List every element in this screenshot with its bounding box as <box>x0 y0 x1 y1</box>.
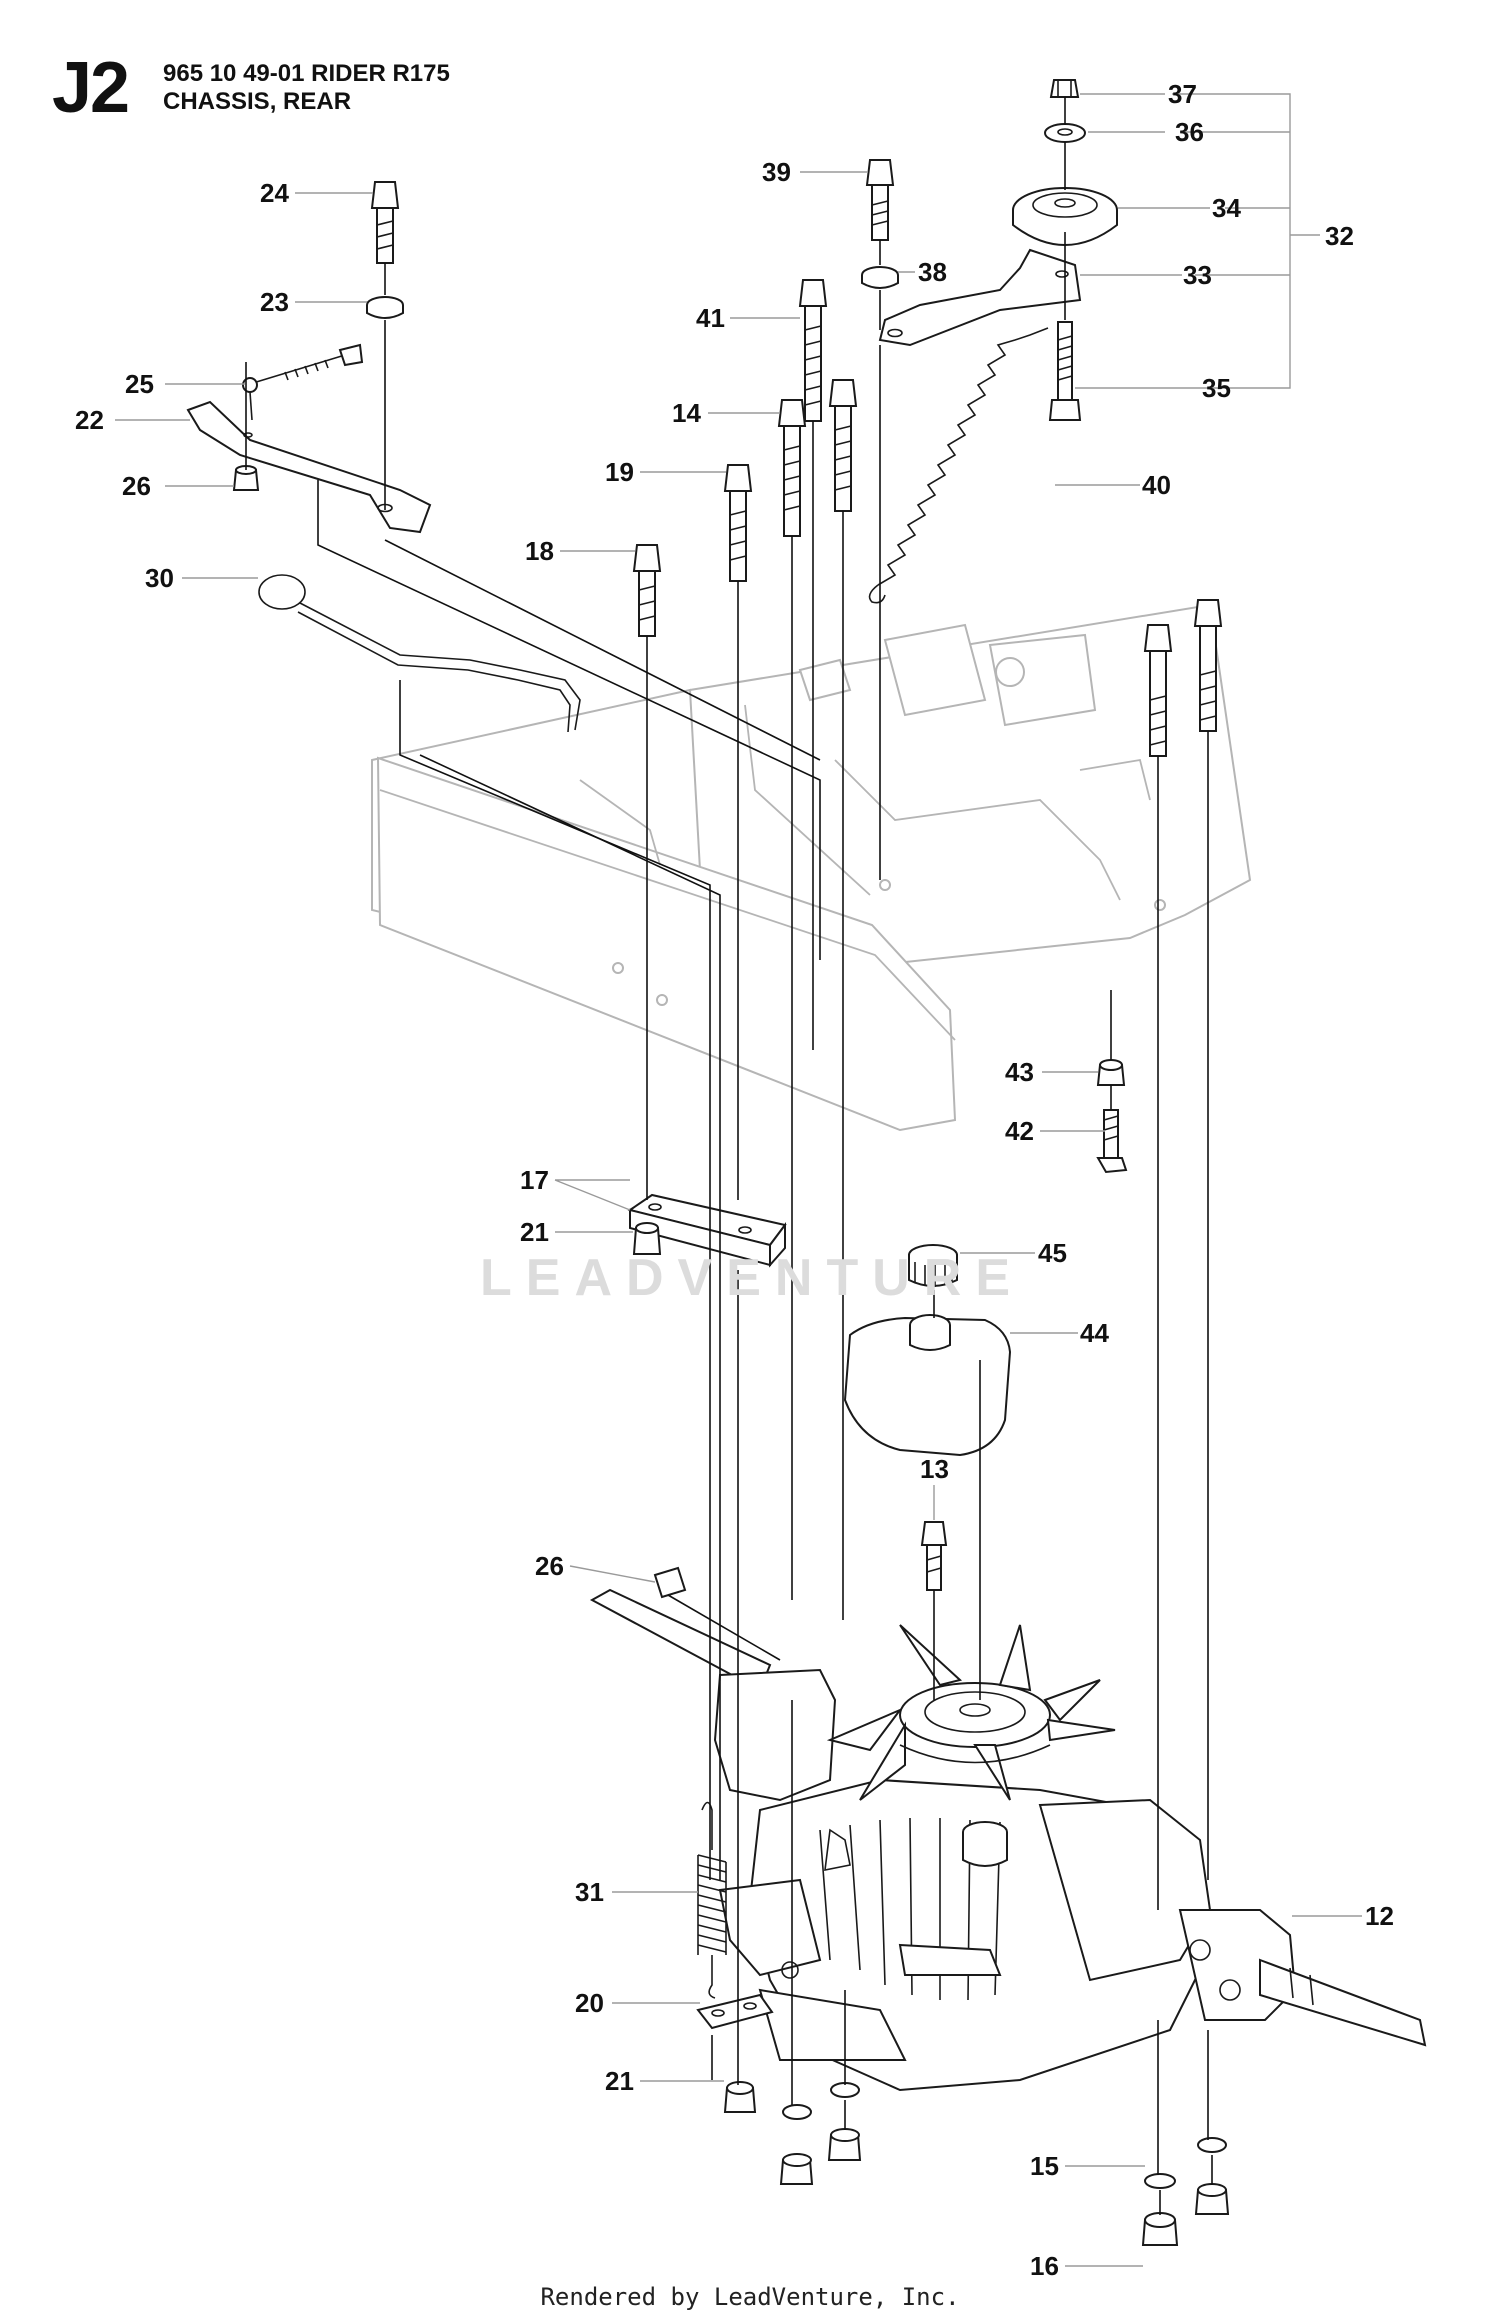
callout-14: 14 <box>672 398 701 428</box>
rod-30 <box>258 574 581 733</box>
callout-12: 12 <box>1365 1901 1394 1931</box>
callout-40: 40 <box>1142 470 1171 500</box>
callout-45: 45 <box>1038 1238 1067 1268</box>
transaxle-12 <box>589 1588 1427 2092</box>
section-name: CHASSIS, REAR <box>163 88 352 115</box>
callout-20: 20 <box>575 1988 604 2018</box>
block-17-nut-21 <box>627 1193 787 1268</box>
callout-41: 41 <box>696 303 725 333</box>
callout-21-lower: 21 <box>605 2066 634 2096</box>
callout-23: 23 <box>260 287 289 317</box>
callout-35: 35 <box>1202 373 1231 403</box>
idler-assembly <box>861 79 1118 421</box>
rear-chassis-frame <box>371 603 1252 1132</box>
callout-38: 38 <box>918 257 947 287</box>
callout-22: 22 <box>75 405 104 435</box>
title-block: 965 10 49-01 RIDER R175 CHASSIS, REAR <box>163 60 450 116</box>
callout-17: 17 <box>520 1165 549 1195</box>
callout-15: 15 <box>1030 2151 1059 2181</box>
callout-25: 25 <box>125 369 154 399</box>
callout-34: 34 <box>1212 193 1241 223</box>
callout-30: 30 <box>145 563 174 593</box>
callout-19: 19 <box>605 457 634 487</box>
callout-36: 36 <box>1175 117 1204 147</box>
callout-39: 39 <box>762 157 791 187</box>
callout-16: 16 <box>1030 2251 1059 2281</box>
callout-13: 13 <box>920 1454 949 1484</box>
callout-42: 42 <box>1005 1116 1034 1146</box>
footer-credit: Rendered by LeadVenture, Inc. <box>540 2283 960 2311</box>
bolt-13 <box>920 1521 948 1591</box>
assembly-path-lines <box>245 97 1213 2215</box>
callout-26-upper: 26 <box>122 471 151 501</box>
callout-37: 37 <box>1168 79 1197 109</box>
callout-44: 44 <box>1080 1318 1109 1348</box>
callout-numbers: 37 36 34 32 33 35 39 38 41 14 40 24 23 2… <box>75 79 1394 2281</box>
callout-26-lower: 26 <box>535 1551 564 1581</box>
callout-24: 24 <box>260 178 289 208</box>
callout-43: 43 <box>1005 1057 1034 1087</box>
bottom-nuts <box>723 2081 1230 2246</box>
nut-43-link-42 <box>1096 1059 1128 1174</box>
callout-33: 33 <box>1183 260 1212 290</box>
nut-26-transaxle <box>653 1566 687 1599</box>
bracket-22-rod-25 <box>186 343 432 534</box>
watermark: LEADVENTURE <box>480 1249 1025 1307</box>
reservoir-44-cap-45 <box>843 1244 1012 1457</box>
model-line: 965 10 49-01 RIDER R175 <box>163 60 450 87</box>
callout-32: 32 <box>1325 221 1354 251</box>
callout-leaders <box>115 93 1362 2267</box>
callout-18: 18 <box>525 536 554 566</box>
spring-31 <box>697 1801 727 1999</box>
callout-21-upper: 21 <box>520 1217 549 1247</box>
spring-40 <box>868 327 1049 604</box>
bolt-24-washer-23 <box>366 181 404 319</box>
section-code: J2 <box>52 48 130 128</box>
bracket-20 <box>696 1993 774 2030</box>
callout-31: 31 <box>575 1877 604 1907</box>
